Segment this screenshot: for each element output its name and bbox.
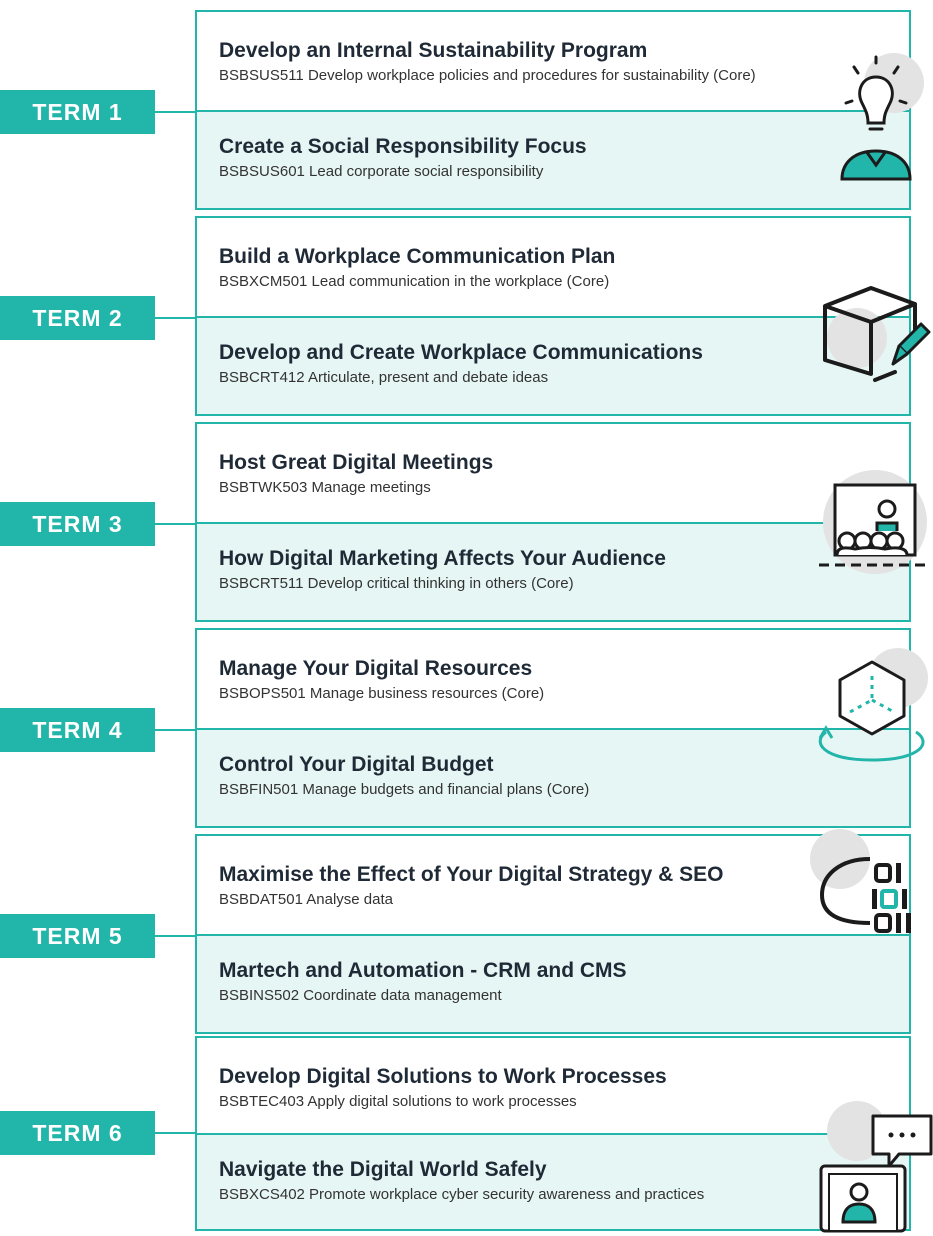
unit-item: Build a Workplace Communication Plan BSB… bbox=[197, 218, 909, 316]
unit-title: Navigate the Digital World Safely bbox=[219, 1158, 547, 1181]
term-label: TERM 2 bbox=[0, 296, 155, 340]
unit-code: BSBTEC403 Apply digital solutions to wor… bbox=[219, 1093, 577, 1110]
term-card: Develop an Internal Sustainability Progr… bbox=[195, 10, 911, 210]
term-label: TERM 3 bbox=[0, 502, 155, 546]
term-connector-line bbox=[155, 523, 195, 525]
term-label: TERM 1 bbox=[0, 90, 155, 134]
term-connector-line bbox=[155, 317, 195, 319]
unit-item: Develop and Create Workplace Communicati… bbox=[197, 316, 909, 414]
term-block-3: Host Great Digital Meetings BSBTWK503 Ma… bbox=[0, 422, 933, 622]
cube-pencil-icon bbox=[815, 276, 933, 396]
lightbulb-person-icon bbox=[832, 53, 932, 195]
presentation-audience-icon bbox=[815, 467, 933, 587]
unit-code: BSBSUS601 Lead corporate social responsi… bbox=[219, 163, 544, 180]
unit-item: Develop Digital Solutions to Work Proces… bbox=[197, 1038, 909, 1133]
term-block-6: Develop Digital Solutions to Work Proces… bbox=[0, 1036, 933, 1236]
unit-title: Manage Your Digital Resources bbox=[219, 657, 533, 680]
unit-title: Control Your Digital Budget bbox=[219, 753, 494, 776]
unit-item: Martech and Automation - CRM and CMS BSB… bbox=[197, 934, 909, 1032]
term-label: TERM 5 bbox=[0, 914, 155, 958]
term-block-5: Maximise the Effect of Your Digital Stra… bbox=[0, 829, 933, 1034]
unit-item: Control Your Digital Budget BSBFIN501 Ma… bbox=[197, 728, 909, 826]
term-connector-line bbox=[155, 1132, 195, 1134]
unit-title: Host Great Digital Meetings bbox=[219, 451, 494, 474]
unit-item: Navigate the Digital World Safely BSBXCS… bbox=[197, 1133, 909, 1229]
unit-item: Create a Social Responsibility Focus BSB… bbox=[197, 110, 909, 208]
laptop-chat-icon bbox=[815, 1016, 933, 1233]
term-card: Develop Digital Solutions to Work Proces… bbox=[195, 1036, 911, 1231]
unit-title: Maximise the Effect of Your Digital Stra… bbox=[219, 863, 724, 886]
term-label: TERM 6 bbox=[0, 1111, 155, 1155]
term-label: TERM 4 bbox=[0, 708, 155, 752]
rotating-cube-icon bbox=[812, 648, 933, 778]
unit-code: BSBCRT511 Develop critical thinking in o… bbox=[219, 575, 574, 592]
unit-code: BSBFIN501 Manage budgets and financial p… bbox=[219, 781, 590, 798]
unit-code: BSBTWK503 Manage meetings bbox=[219, 479, 431, 496]
unit-code: BSBXCM501 Lead communication in the work… bbox=[219, 273, 610, 290]
unit-item: Host Great Digital Meetings BSBTWK503 Ma… bbox=[197, 424, 909, 522]
unit-title: Develop and Create Workplace Communicati… bbox=[219, 341, 703, 364]
unit-item: Manage Your Digital Resources BSBOPS501 … bbox=[197, 630, 909, 728]
unit-title: How Digital Marketing Affects Your Audie… bbox=[219, 547, 666, 570]
term-block-4: Manage Your Digital Resources BSBOPS501 … bbox=[0, 628, 933, 828]
unit-code: BSBXCS402 Promote workplace cyber securi… bbox=[219, 1186, 705, 1203]
term-connector-line bbox=[155, 111, 195, 113]
term-card: Manage Your Digital Resources BSBOPS501 … bbox=[195, 628, 911, 828]
unit-code: BSBOPS501 Manage business resources (Cor… bbox=[219, 685, 545, 702]
unit-title: Build a Workplace Communication Plan bbox=[219, 245, 616, 268]
unit-code: BSBINS502 Coordinate data management bbox=[219, 987, 502, 1004]
unit-title: Create a Social Responsibility Focus bbox=[219, 135, 587, 158]
term-block-1: Develop an Internal Sustainability Progr… bbox=[0, 10, 933, 210]
unit-code: BSBCRT412 Articulate, present and debate… bbox=[219, 369, 549, 386]
unit-title: Develop Digital Solutions to Work Proces… bbox=[219, 1065, 667, 1088]
unit-code: BSBSUS511 Develop workplace policies and… bbox=[219, 67, 756, 84]
unit-title: Develop an Internal Sustainability Progr… bbox=[219, 39, 648, 62]
term-card: Build a Workplace Communication Plan BSB… bbox=[195, 216, 911, 416]
cloud-binary-icon bbox=[800, 819, 933, 949]
term-card: Maximise the Effect of Your Digital Stra… bbox=[195, 834, 911, 1034]
unit-code: BSBDAT501 Analyse data bbox=[219, 891, 393, 908]
term-connector-line bbox=[155, 935, 195, 937]
term-card: Host Great Digital Meetings BSBTWK503 Ma… bbox=[195, 422, 911, 622]
term-block-2: Build a Workplace Communication Plan BSB… bbox=[0, 216, 933, 416]
unit-title: Martech and Automation - CRM and CMS bbox=[219, 959, 627, 982]
unit-item: Maximise the Effect of Your Digital Stra… bbox=[197, 836, 909, 934]
term-connector-line bbox=[155, 729, 195, 731]
unit-item: Develop an Internal Sustainability Progr… bbox=[197, 12, 909, 110]
unit-item: How Digital Marketing Affects Your Audie… bbox=[197, 522, 909, 620]
